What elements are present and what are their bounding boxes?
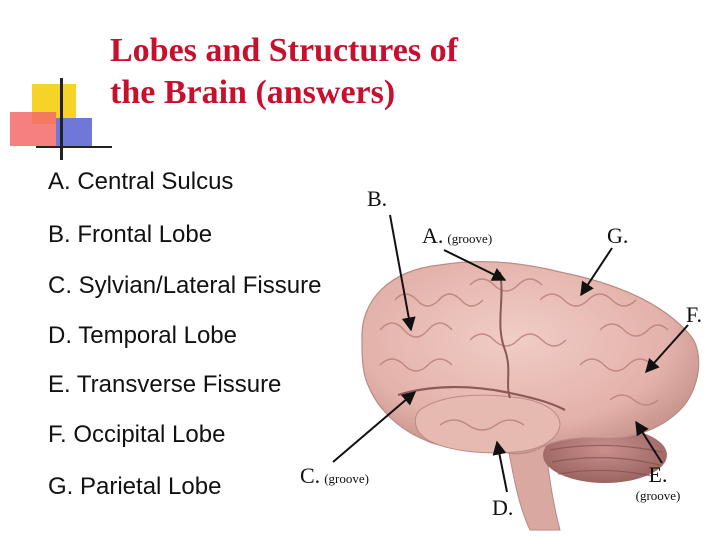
label-b: B.: [367, 186, 387, 212]
temporal-lobe: [415, 395, 560, 453]
label-a-letter: A.: [422, 223, 443, 248]
label-e: E. (groove): [628, 462, 688, 504]
label-c-letter: C.: [300, 463, 320, 488]
label-c: C. (groove): [300, 463, 369, 489]
label-e-letter: E.: [628, 462, 688, 488]
label-e-note: (groove): [628, 488, 688, 504]
label-d: D.: [492, 495, 513, 521]
label-c-note: (groove): [324, 471, 369, 486]
label-g: G.: [607, 223, 628, 249]
label-f: F.: [686, 302, 702, 328]
label-a-note: (groove): [447, 231, 492, 246]
label-a: A. (groove): [422, 223, 492, 249]
